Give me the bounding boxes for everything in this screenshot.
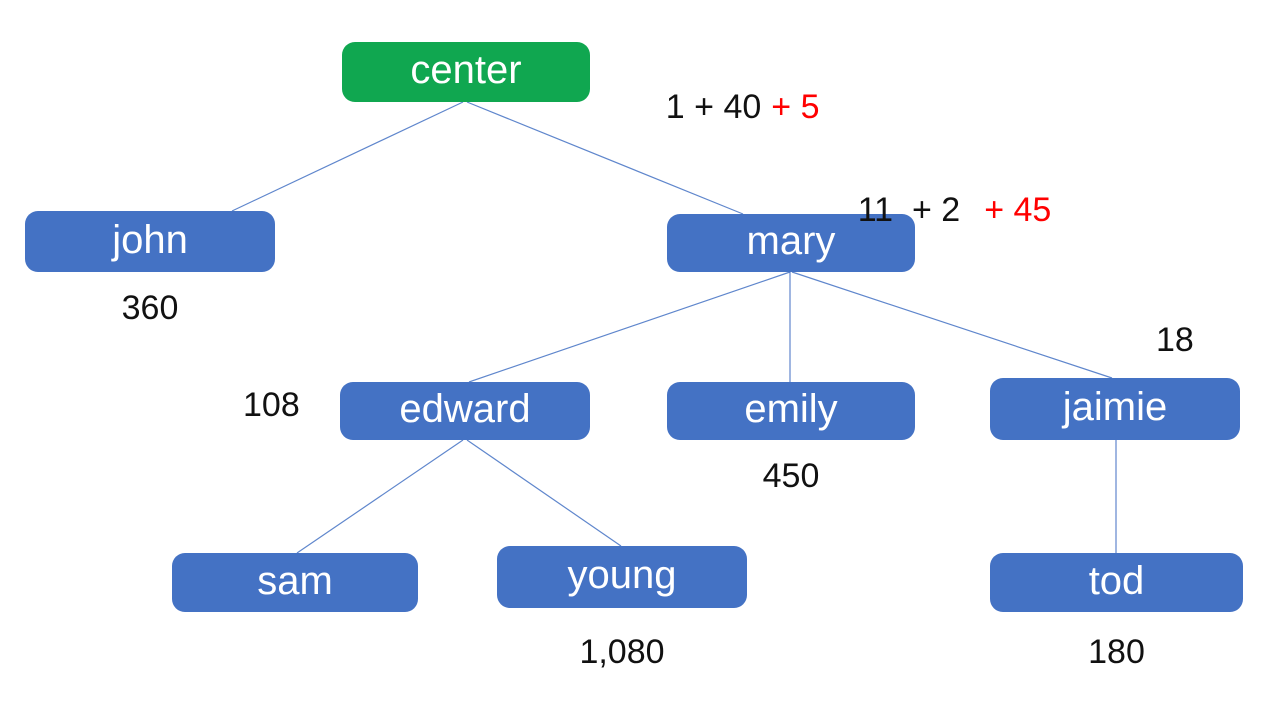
node-tod: tod	[990, 553, 1243, 612]
node-john: john	[25, 211, 275, 272]
annotation-tod-value: 180	[1088, 633, 1145, 671]
annotation-mary-expression-red: + 45	[984, 191, 1052, 230]
annotation-john-value: 360	[121, 289, 179, 327]
node-sam: sam	[172, 553, 418, 612]
edge-mary-edward	[468, 271, 791, 383]
annotation-emily-value: 450	[762, 457, 820, 495]
annotation-jaimie-value: 18	[1156, 321, 1194, 359]
annotation-young-value: 1,080	[579, 633, 665, 671]
annotation-mary-expression-black: 11 + 2	[857, 191, 961, 230]
annotation-edward-value: 108	[243, 386, 300, 424]
node-young: young	[497, 546, 747, 608]
annotation-center-expression: 1 + 40+ 5	[628, 52, 820, 164]
node-edward: edward	[340, 382, 590, 440]
annotation-center-expression-black: 1 + 40	[665, 88, 762, 127]
edge-edward-sam	[296, 439, 464, 554]
node-jaimie: jaimie	[990, 378, 1240, 440]
annotation-mary-expression: 11 + 2 + 45	[820, 155, 1052, 267]
node-center: center	[342, 42, 590, 102]
edge-mary-jaimie	[791, 271, 1113, 379]
edge-center-john	[231, 101, 464, 212]
node-emily: emily	[667, 382, 915, 440]
annotation-center-expression-red: + 5	[771, 88, 820, 127]
node-mary: mary	[667, 214, 915, 272]
edge-edward-young	[466, 439, 622, 547]
edge-center-mary	[466, 101, 744, 215]
